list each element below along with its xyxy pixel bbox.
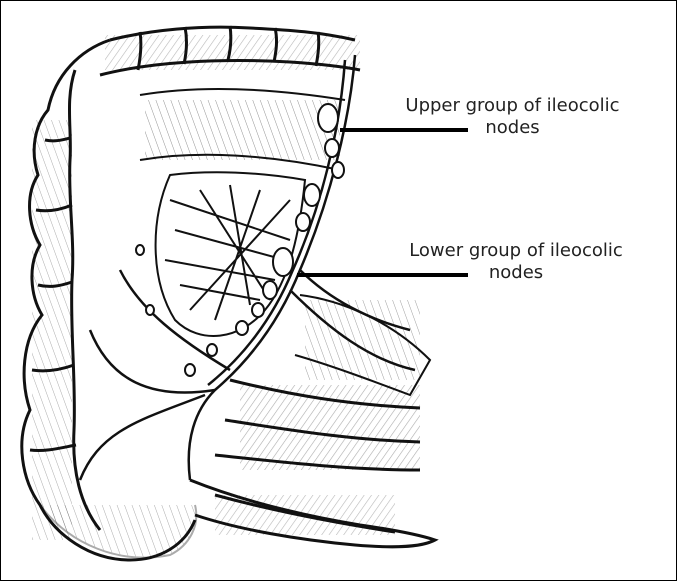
lower-nodes-label: Lower group of ileocolic nodes	[366, 240, 666, 284]
appendix-texture	[215, 495, 395, 535]
lower-nodes-label-line1: Lower group of ileocolic	[366, 240, 666, 262]
lower-nodes-label-line2: nodes	[366, 262, 666, 284]
mesocolon-texture	[145, 100, 340, 160]
upper-nodes-label-line2: nodes	[370, 117, 655, 139]
upper-nodes-label: Upper group of ileocolic nodes	[370, 95, 655, 139]
transverse-texture	[105, 35, 360, 70]
colon-texture	[32, 120, 72, 540]
upper-nodes-label-line1: Upper group of ileocolic	[370, 95, 655, 117]
ileal-mesentery-texture	[305, 300, 420, 380]
ileum-texture	[240, 385, 420, 470]
